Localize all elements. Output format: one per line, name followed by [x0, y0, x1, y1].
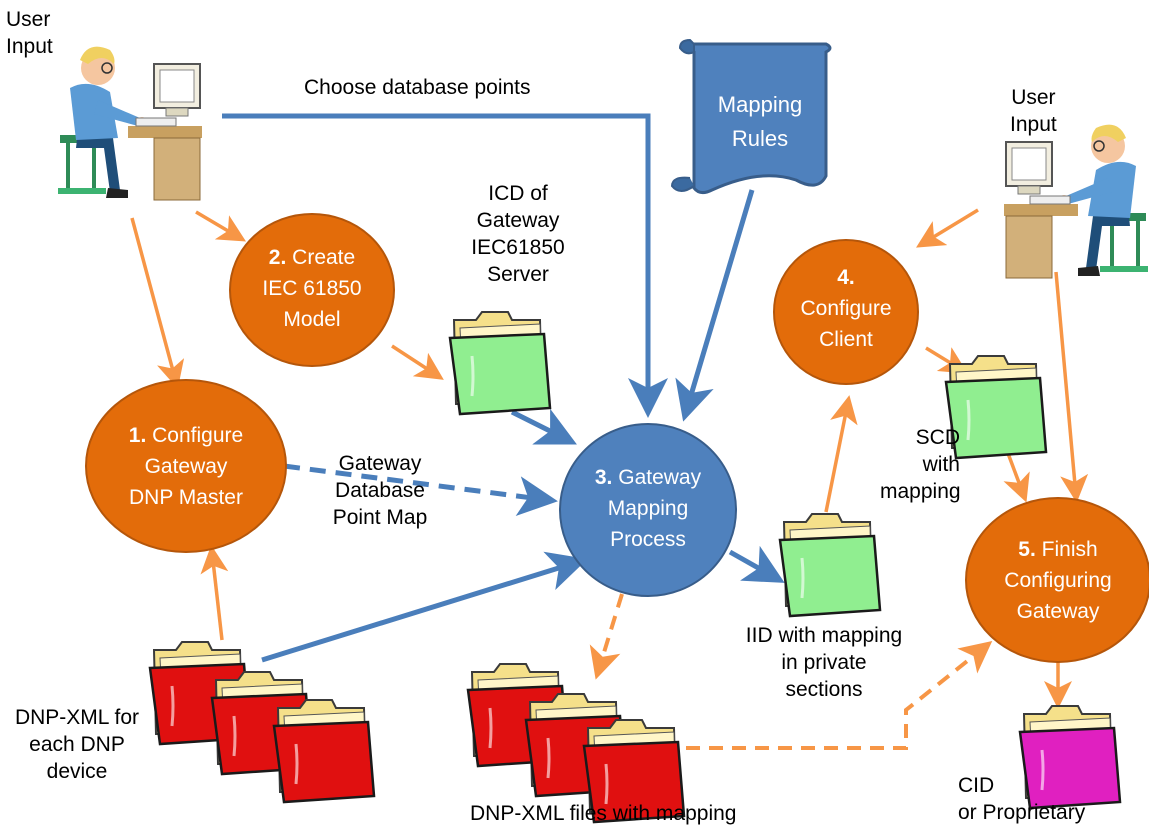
- arrow-scd-to-n5: [1003, 447, 1030, 503]
- node-gateway-mapping-process: [559, 423, 737, 597]
- arrow-user-to-n2: [195, 210, 247, 242]
- user-left-icon: [57, 45, 203, 202]
- node-configure-dnp-master-text: 1. Configure Gateway DNP Master: [128, 424, 244, 509]
- node-gateway-mapping-process-text: 3. Gateway Mapping Process: [594, 466, 702, 551]
- node-finish-configuring-text: 5. Finish Configuring Gateway: [1004, 538, 1112, 623]
- node-create-iec-model-text: 2. Create IEC 61850 Model: [262, 246, 362, 331]
- node-5-number: 5.: [1018, 538, 1036, 561]
- arrow-choose-points: [222, 113, 668, 418]
- folder-dnpxml-output-icon: [466, 662, 686, 824]
- user-input-right-label: User Input: [1010, 86, 1057, 136]
- node-configure-dnp-master: [85, 379, 287, 553]
- node-configure-client-text: 4. Configure Client: [774, 262, 918, 355]
- node-finish-configuring: [965, 497, 1149, 663]
- cid-label: CID or Proprietary: [958, 774, 1086, 824]
- dnp-xml-input-label: DNP-XML for each DNP device: [14, 706, 140, 783]
- folder-dnpxml-input-icon: [148, 640, 376, 804]
- arrow-dnpxml-output-to-n5: [686, 641, 993, 750]
- folder-iid-icon: [778, 512, 882, 618]
- choose-points-label: Choose database points: [304, 76, 531, 99]
- node-3-number: 3.: [594, 466, 613, 489]
- arrow-iid-to-n4: [824, 395, 858, 513]
- arrow-userright-to-n5: [1054, 271, 1089, 503]
- arrow-user-to-n1: [130, 217, 185, 389]
- arrow-pointmap-to-process: [283, 463, 558, 517]
- folder-scd-icon: [944, 354, 1048, 460]
- arrow-rules-to-process: [675, 189, 755, 422]
- arrow-process-to-dnpxml-output: [589, 593, 624, 680]
- iid-label: IID with mapping in private sections: [745, 624, 903, 701]
- gateway-db-label: Gateway Database Point Map: [332, 452, 428, 529]
- user-input-left-label: User Input: [6, 8, 53, 58]
- arrow-icd-to-process: [510, 408, 577, 445]
- arrow-dnpxml-to-process: [261, 551, 588, 663]
- folder-icd-icon: [448, 310, 552, 416]
- icd-label: ICD of Gateway IEC61850 Server: [471, 182, 565, 286]
- dnp-xml-output-label: DNP-XML files with mapping: [470, 802, 737, 825]
- mapping-rules-label: Mapping Rules: [717, 92, 803, 151]
- node-2-number: 2.: [268, 246, 287, 269]
- node-4-number: 4.: [837, 266, 855, 289]
- scd-label: SCD with mapping: [880, 426, 961, 503]
- arrow-userright-to-n4: [916, 208, 979, 248]
- user-right-icon: [1003, 123, 1149, 280]
- arrow-dnpxml-to-n1: [200, 545, 229, 641]
- arrow-n2-to-icd: [391, 344, 444, 380]
- arrow-process-to-iid: [728, 545, 785, 583]
- node-1-number: 1.: [128, 424, 147, 447]
- node-configure-client: [773, 239, 919, 385]
- mapping-rules-scroll: [670, 38, 832, 195]
- node-create-iec-model: [229, 213, 395, 367]
